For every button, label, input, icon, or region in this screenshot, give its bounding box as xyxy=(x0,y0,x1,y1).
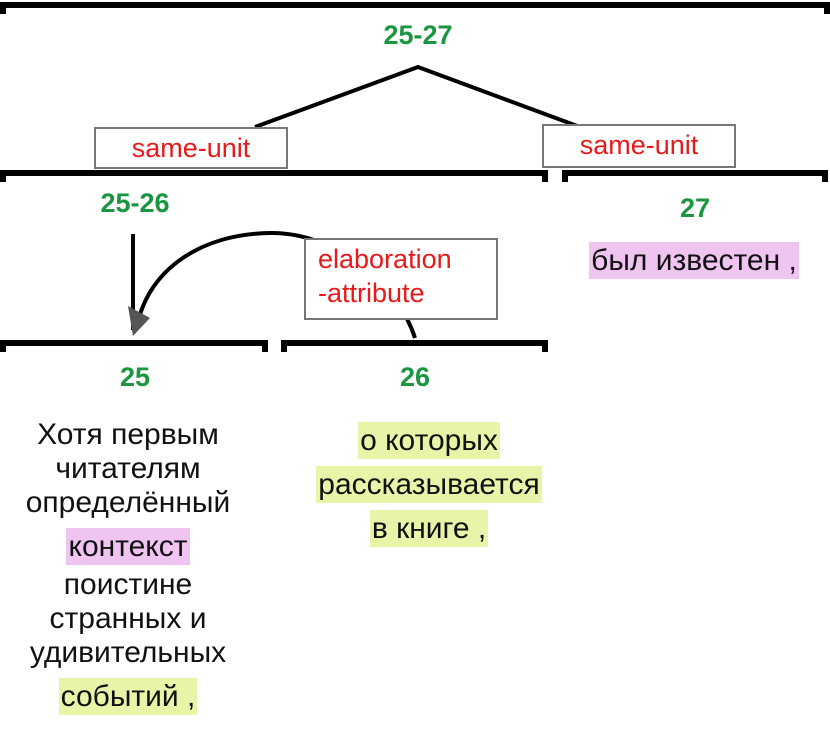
seg26-line-highlight: рассказывается xyxy=(316,466,542,503)
seg25-line-highlight: контекст xyxy=(66,528,190,565)
node-label-25: 25 xyxy=(119,362,151,392)
relation-line-2: -attribute xyxy=(318,278,425,308)
node-label-26: 26 xyxy=(399,362,431,392)
seg25-line: определённый xyxy=(25,486,231,519)
span-bar-27 xyxy=(562,170,828,182)
seg25-line-highlight: событий , xyxy=(58,678,198,715)
seg26-line-highlight: в книге , xyxy=(369,510,489,547)
relation-same-unit-right: same-unit xyxy=(542,124,736,168)
segment-26: о которых рассказывается в книге , xyxy=(282,422,576,547)
seg25-line: странных и xyxy=(49,602,207,635)
node-label-27: 27 xyxy=(679,193,711,223)
relation-line-1: elaboration xyxy=(318,244,452,274)
arrowhead xyxy=(128,306,150,336)
span-bar-25-26 xyxy=(0,170,548,182)
seg25-line: Хотя первым xyxy=(37,418,219,451)
tent-25-27 xyxy=(254,64,581,129)
relation-same-unit-left: same-unit xyxy=(94,127,288,169)
span-bar-25 xyxy=(0,340,268,352)
segment-27: был известен , xyxy=(560,242,828,279)
node-label-25-26: 25-26 xyxy=(100,188,170,218)
segment-25: Хотя первым читателям определённый конте… xyxy=(0,418,256,715)
node-label-25-27: 25-27 xyxy=(383,20,453,50)
seg25-line: поистине xyxy=(63,568,193,601)
seg25-line: читателям xyxy=(55,452,201,485)
span-bar-26 xyxy=(281,340,548,352)
seg27-line-highlight: был известен , xyxy=(589,242,799,279)
relation-elaboration-attribute: elaboration -attribute xyxy=(304,238,498,320)
seg26-line-highlight: о которых xyxy=(358,422,500,459)
span-bar-25-27 xyxy=(0,2,830,14)
seg25-line: удивительных xyxy=(29,636,227,669)
